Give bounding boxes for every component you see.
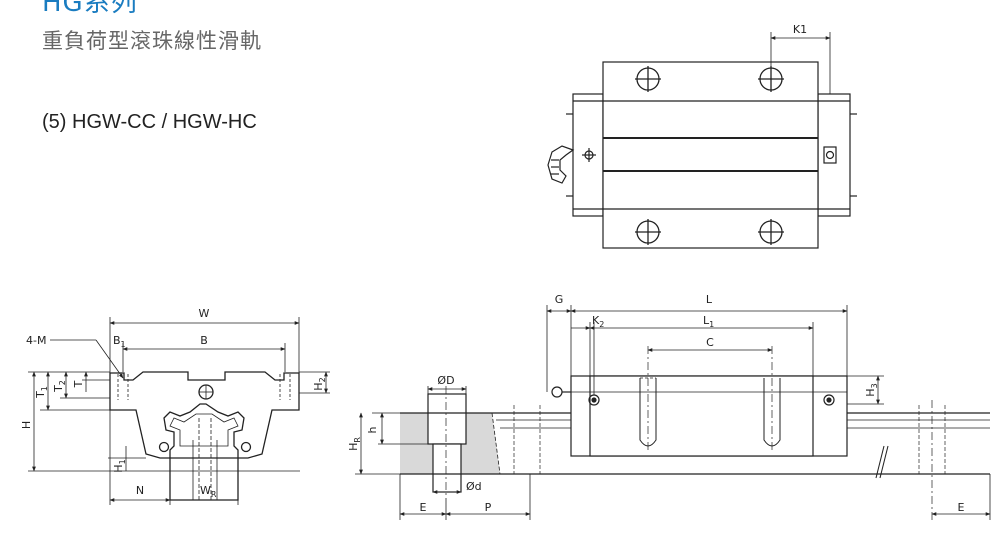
dim-H3: H3 — [864, 383, 879, 396]
dim-H1: H1 — [112, 459, 127, 472]
dim-T2: T2 — [52, 380, 67, 393]
dim-E-right: E — [958, 501, 965, 514]
dim-T1: T1 — [34, 386, 49, 399]
dim-HR: HR — [347, 437, 362, 451]
side-view — [492, 305, 991, 520]
dim-h: h — [366, 426, 379, 433]
dim-E-left: E — [420, 501, 427, 514]
dim-N: N — [136, 484, 144, 497]
grease-nipple-icon — [547, 145, 575, 184]
series-title: HG系列 — [42, 0, 138, 18]
top-mount-holes — [635, 66, 784, 245]
dim-4-M: 4-M — [26, 334, 46, 347]
model-label: (5) HGW-CC / HGW-HC — [42, 111, 257, 133]
dim-WR: WR — [200, 484, 217, 499]
dim-K1: K1 — [793, 23, 807, 36]
dim-phiD: ØD — [437, 374, 454, 387]
dim-B: B — [200, 334, 208, 347]
dim-G: G — [555, 293, 564, 306]
front-view — [28, 317, 330, 505]
dim-T: T — [72, 380, 85, 388]
dim-B1: B1 — [113, 334, 126, 349]
product-subtitle: 重負荷型滾珠線性滑軌 — [42, 29, 262, 53]
dim-K2: K2 — [592, 314, 604, 329]
dim-H: H — [20, 421, 33, 429]
rail-section — [355, 386, 531, 520]
dim-L: L — [706, 293, 713, 306]
dim-H2: H2 — [312, 377, 327, 390]
dim-phid: Ød — [466, 480, 482, 493]
dim-C: C — [706, 336, 714, 349]
top-view — [547, 32, 857, 249]
dim-L1: L1 — [703, 314, 714, 329]
dim-P: P — [485, 501, 492, 514]
dim-W: W — [199, 307, 210, 320]
